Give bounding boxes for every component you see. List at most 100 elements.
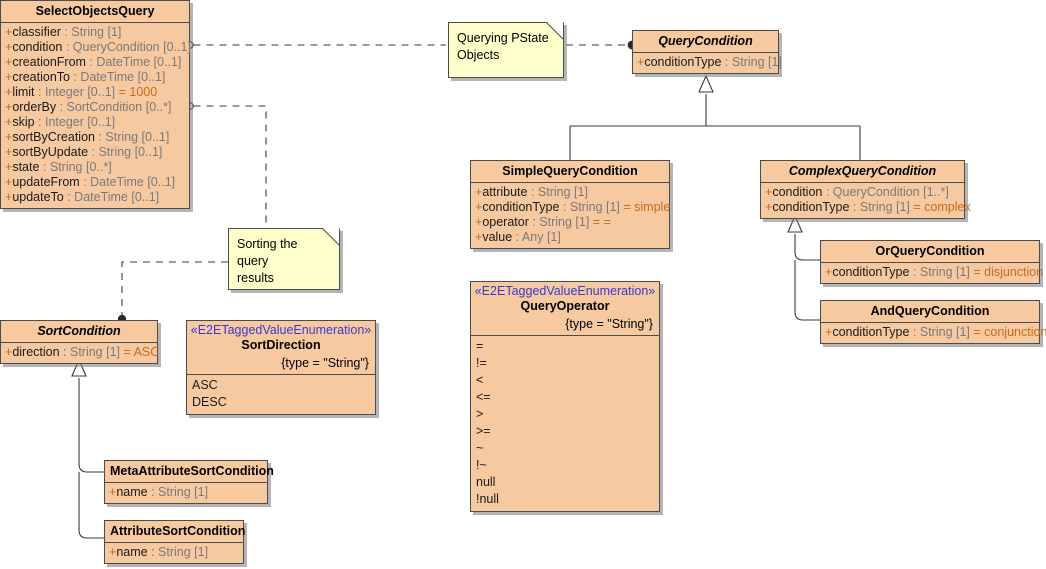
- attribute-type: : Any [1]: [512, 230, 561, 244]
- class-simple-query-condition[interactable]: SimpleQueryCondition +attribute : String…: [470, 160, 670, 249]
- generalization-querycondition: [569, 74, 861, 160]
- class-attribute-sort-condition[interactable]: AttributeSortCondition +name : String [1…: [104, 520, 245, 564]
- attribute-type: : String [1]: [849, 200, 910, 214]
- attribute-row: +direction : String [1] = ASC: [5, 345, 159, 360]
- class-select-objects-query[interactable]: SelectObjectsQuery + classifier : String …: [0, 0, 191, 209]
- link-condition-note: [186, 41, 446, 49]
- attribute-type: : QueryCondition [1..*]: [822, 185, 949, 199]
- note-fold-icon: [323, 228, 340, 245]
- attribute-name: classifier: [12, 25, 61, 39]
- enumeration-query-operator[interactable]: «E2ETaggedValueEnumeration» QueryOperato…: [470, 281, 660, 512]
- attribute-row: +operator : String [1] = =: [475, 215, 665, 230]
- attribute-type: : String [1]: [721, 55, 782, 69]
- class-complex-query-condition[interactable]: ComplexQueryCondition +condition : Query…: [760, 160, 971, 219]
- attribute-visibility: +: [475, 230, 483, 244]
- attribute-list-select-objects-query: + classifier : String [1]+condition : Que…: [1, 23, 191, 208]
- attribute-name: attribute: [482, 185, 528, 199]
- attribute-row: +sortByCreation : String [0..1]: [5, 130, 185, 145]
- class-name-sort-condition: SortCondition: [37, 324, 121, 338]
- attribute-name: orderBy: [12, 100, 57, 114]
- attribute-type: : DateTime [0..1]: [63, 190, 160, 204]
- attribute-name: direction: [12, 345, 60, 359]
- attribute-visibility: +: [5, 130, 13, 144]
- divider: [105, 482, 267, 483]
- enum-literal: DESC: [192, 395, 227, 409]
- attribute-name: sortByCreation: [12, 130, 95, 144]
- attribute-name: conditionType: [644, 55, 722, 69]
- tagged-value-query-operator: {type = "String"}: [565, 317, 653, 331]
- attribute-visibility: +: [5, 100, 13, 114]
- attribute-row: +orderBy : SortCondition [0..*]: [5, 100, 185, 115]
- class-name-simple-query-condition: SimpleQueryCondition: [502, 164, 638, 178]
- attribute-type: : String [1]: [559, 200, 620, 214]
- attribute-visibility: +: [109, 485, 117, 499]
- attribute-name: name: [116, 485, 148, 499]
- class-meta-attribute-sort-condition[interactable]: MetaAttributeSortCondition +name : Strin…: [104, 460, 274, 504]
- class-name-and-query-condition: AndQueryCondition: [870, 304, 990, 318]
- divider: [1, 22, 189, 23]
- attribute-row: +updateFrom : DateTime [0..1]: [5, 175, 185, 190]
- enum-literal: =: [476, 339, 484, 353]
- attribute-name: sortByUpdate: [12, 145, 89, 159]
- class-or-query-condition[interactable]: OrQueryCondition +conditionType : String…: [820, 240, 1044, 284]
- enum-literal: <: [476, 373, 484, 387]
- class-and-query-condition[interactable]: AndQueryCondition +conditionType : Strin…: [820, 300, 1046, 344]
- attribute-row: +updateTo : DateTime [0..1]: [5, 190, 185, 205]
- attribute-row: +attribute : String [1]: [475, 185, 665, 200]
- note-fold-line: [546, 22, 564, 40]
- attribute-list-attribute-sort-condition: +name : String [1]: [105, 543, 243, 563]
- divider: [821, 262, 1039, 263]
- divider: [471, 335, 659, 336]
- attribute-name: creationTo: [12, 70, 70, 84]
- attribute-visibility: +: [5, 85, 13, 99]
- attribute-name: conditionType: [772, 200, 850, 214]
- attribute-type: : DateTime [0..1]: [85, 55, 182, 69]
- attribute-row: +skip : Integer [0..1]: [5, 115, 185, 130]
- enumeration-sort-direction[interactable]: «E2ETaggedValueEnumeration» SortDirectio…: [186, 320, 376, 415]
- attribute-default: = disjunction: [969, 265, 1044, 279]
- note-text-querying-pstate: Querying PState Objects: [457, 31, 549, 62]
- attribute-name: creationFrom: [12, 55, 86, 69]
- attribute-list-query-condition: +conditionType : String [1]: [633, 53, 782, 73]
- attribute-type: : String [0..1]: [88, 145, 163, 159]
- attribute-type: : String [1]: [60, 25, 122, 39]
- class-name-select-objects-query: SelectObjectsQuery: [35, 4, 155, 18]
- attribute-name: state: [12, 160, 40, 174]
- class-query-condition[interactable]: QueryCondition +conditionType : String […: [632, 30, 782, 74]
- attribute-visibility: +: [5, 115, 13, 129]
- attribute-type: : String [1]: [527, 185, 588, 199]
- attribute-row: +conditionType : String [1]: [637, 55, 782, 70]
- link-querying-note-querycondition: [566, 40, 637, 50]
- attribute-row: +value : Any [1]: [475, 230, 665, 245]
- class-sort-condition[interactable]: SortCondition +direction : String [1] = …: [0, 320, 159, 364]
- attribute-row: +condition : QueryCondition [1..*]: [765, 185, 960, 200]
- attribute-type: : String [1]: [147, 485, 209, 499]
- attribute-visibility: +: [109, 545, 117, 559]
- enum-name-query-operator: QueryOperator: [520, 299, 610, 313]
- attribute-type: : String [1]: [59, 345, 121, 359]
- attribute-list-sort-condition: +direction : String [1] = ASC: [1, 343, 159, 363]
- generalization-complexquerycondition: [787, 214, 820, 321]
- attribute-default: = =: [589, 215, 611, 229]
- attribute-type: : String [0..1]: [95, 130, 170, 144]
- attribute-type: : SortCondition [0..*]: [56, 100, 172, 114]
- stereotype-query-operator: «E2ETaggedValueEnumeration»: [474, 284, 656, 298]
- note-fold-icon: [547, 22, 564, 39]
- class-name-meta-attribute-sort-condition: MetaAttributeSortCondition: [110, 464, 274, 478]
- divider: [471, 182, 669, 183]
- attribute-name: conditionType: [482, 200, 560, 214]
- attribute-visibility: +: [5, 190, 13, 204]
- attribute-default: = complex: [909, 200, 971, 214]
- attribute-default: = ASC: [120, 345, 160, 359]
- attribute-row: +conditionType : String [1] = complex: [765, 200, 971, 215]
- enum-literal: ~: [476, 441, 484, 455]
- attribute-row: +name : String [1]: [109, 545, 239, 560]
- class-name-query-condition: QueryCondition: [658, 34, 753, 48]
- attribute-row: +conditionType : String [1] = conjunctio…: [825, 325, 1046, 340]
- literal-list-query-operator: =!=<<=>>=~!~null!null: [471, 336, 659, 511]
- attribute-row: +condition : QueryCondition [0..1]: [5, 40, 191, 55]
- attribute-list-complex-query-condition: +condition : QueryCondition [1..*]+condi…: [761, 183, 971, 218]
- attribute-visibility: +: [825, 265, 833, 279]
